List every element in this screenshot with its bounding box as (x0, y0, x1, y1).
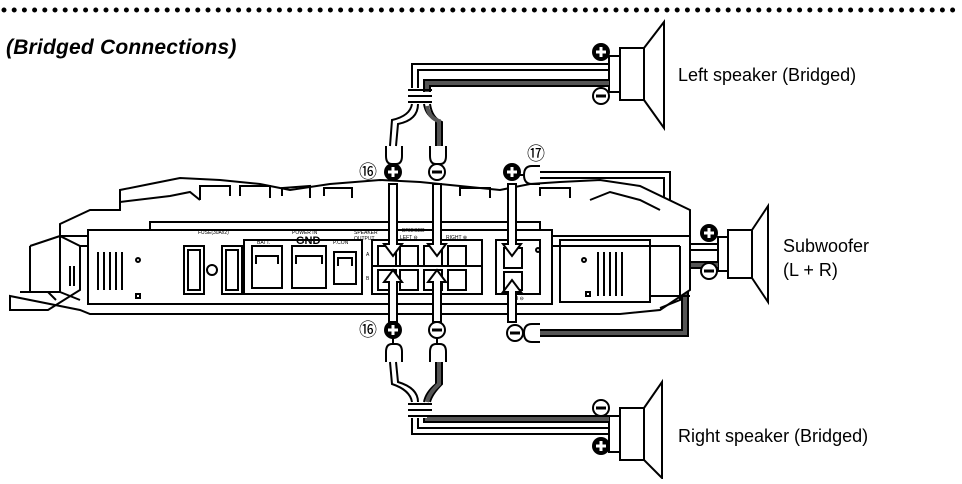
pcon-label: P.CON (333, 240, 349, 246)
left-speaker (608, 19, 665, 132)
speaker-output-label-2: OUTPUT (354, 236, 375, 242)
gnd-label: GND (296, 235, 321, 247)
connection-arrows (382, 183, 523, 323)
left-speaker-wires (389, 63, 609, 147)
channel-a-label: A (366, 252, 370, 258)
right-speaker-label: Right speaker (Bridged) (678, 426, 869, 446)
subwoofer-label-line1: Subwoofer (783, 236, 870, 256)
plus-icon (384, 321, 402, 339)
minus-icon (700, 262, 718, 280)
callout-17: ⑰ (527, 144, 545, 165)
amplifier (9, 176, 691, 315)
channel-b-label: B (366, 276, 370, 282)
right-speaker-wires (389, 361, 609, 435)
subwoofer-label: Subwoofer (L + R) (783, 234, 869, 282)
plus-icon (700, 224, 718, 242)
subwoofer-speaker (717, 202, 769, 306)
plus-icon (592, 437, 610, 455)
minus-icon (428, 321, 446, 339)
fuse-label: FUSE(30Ax2) (198, 230, 229, 236)
diagram-title: (Bridged Connections) (6, 36, 237, 59)
plus-icon (592, 43, 610, 61)
subwoofer-label-line2: (L + R) (783, 260, 838, 280)
right-plus-label: RIGHT ⊕ (446, 235, 467, 241)
bridged-label: BRIDGED (402, 228, 425, 234)
minus-icon (592, 399, 610, 417)
batt-label: BATT. (257, 240, 270, 246)
minus-icon (428, 163, 446, 181)
callout-16-bottom: ⑯ (359, 320, 377, 341)
right-speaker (608, 378, 663, 481)
minus-icon (506, 324, 524, 342)
left-minus-label: LEFT ⊖ (400, 235, 418, 241)
polarity-symbols (384, 43, 718, 455)
plus-icon (384, 163, 402, 181)
speaker-output-label-1: SPEAKER (354, 230, 378, 236)
minus-icon (592, 87, 610, 105)
callout-16-top: ⑯ (359, 162, 377, 183)
left-speaker-label: Left speaker (Bridged) (678, 65, 857, 85)
plus-icon (503, 163, 521, 181)
power-in-label: POWER IN (292, 230, 318, 236)
